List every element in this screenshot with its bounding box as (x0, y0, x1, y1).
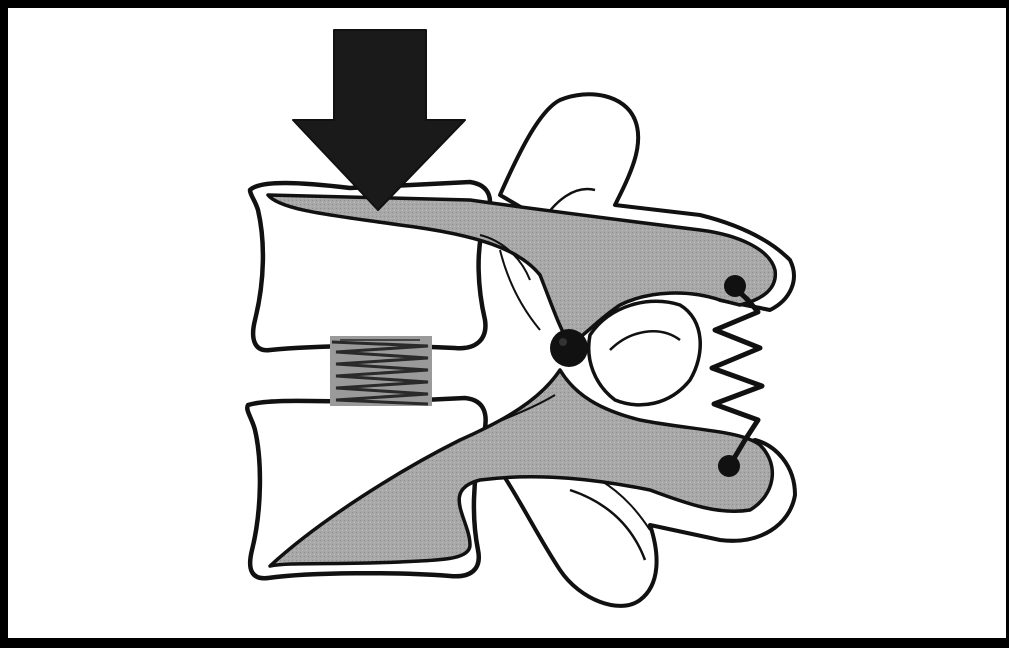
fulcrum-pivot (550, 329, 588, 367)
disc-spring (330, 336, 432, 406)
lower-attachment-point (718, 455, 740, 477)
upper-attachment-point (724, 275, 746, 297)
